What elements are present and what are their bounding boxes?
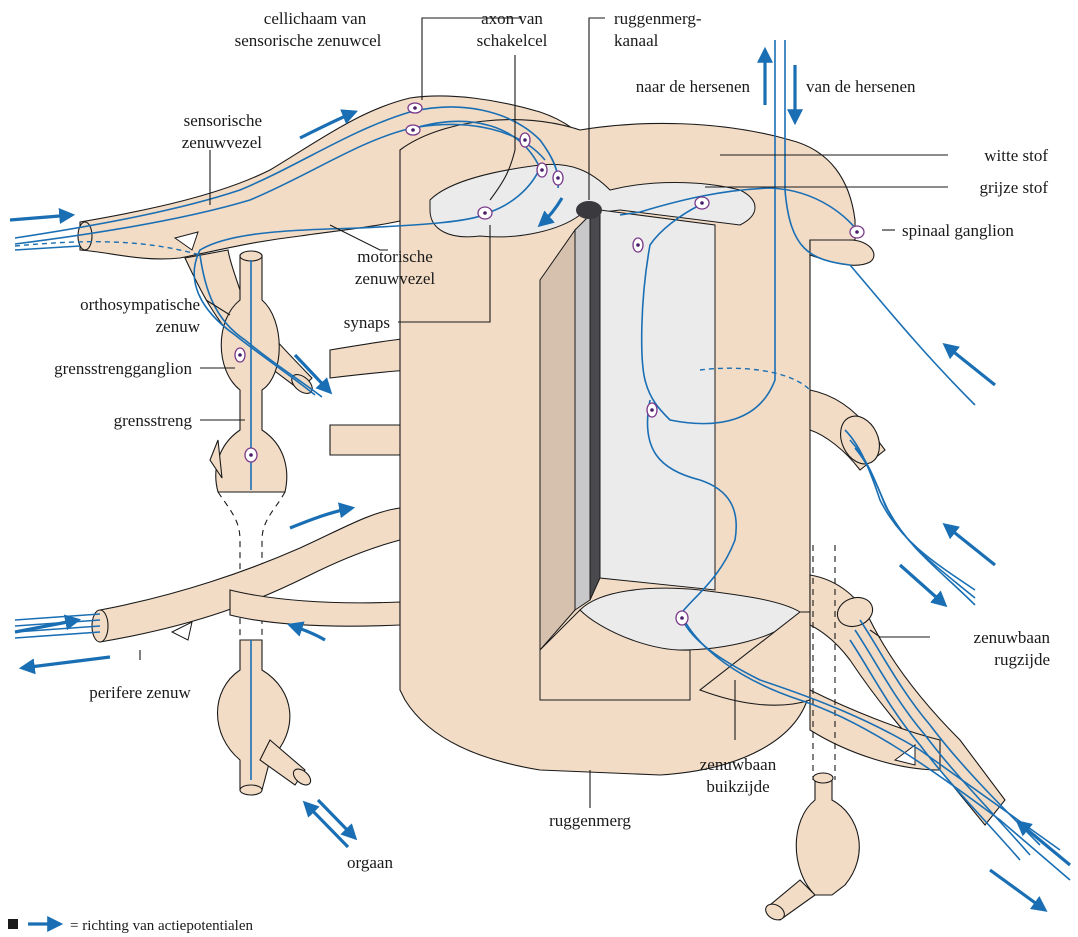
spinal-cord-cell (695, 197, 709, 209)
label-rugzijde-1: zenuwbaan (974, 628, 1051, 647)
direction-arrow (22, 657, 110, 668)
label-grensstreng: grensstreng (114, 411, 193, 430)
label-ortho-1: orthosympatische (80, 295, 200, 314)
label-kanaal-1: ruggenmerg- (614, 9, 702, 28)
nerve-stump (330, 338, 410, 378)
interneuron-cell (520, 133, 530, 147)
label-perifere-zenuw: perifere zenuw (89, 683, 191, 702)
label-buikzijde-2: buikzijde (706, 777, 769, 796)
nerve-stump (330, 425, 410, 455)
label-spinaal-ganglion: spinaal ganglion (902, 221, 1014, 240)
label-van-hersenen: van de hersenen (806, 77, 916, 96)
direction-arrow (990, 870, 1045, 910)
label-synaps: synaps (344, 313, 390, 332)
legend-text: = richting van actiepotentialen (70, 918, 253, 934)
label-rugzijde-2: rugzijde (994, 650, 1050, 669)
direction-arrow (318, 800, 355, 838)
label-axon-2: schakelcel (477, 31, 548, 50)
ganglion-cell (235, 348, 245, 362)
legend: = richting van actiepotentialen (8, 918, 253, 934)
label-buikzijde-1: zenuwbaan (700, 755, 777, 774)
label-axon-1: axon van (481, 9, 543, 28)
label-sensorische-2: zenuwvezel (182, 133, 263, 152)
interneuron-cell (537, 163, 547, 177)
label-orgaan: orgaan (347, 853, 393, 872)
direction-arrow (290, 508, 352, 528)
direction-arrow (10, 215, 72, 220)
sensory-cell-body (408, 103, 422, 113)
lower-spinal-nerve (92, 508, 400, 642)
direction-arrow (290, 625, 325, 640)
label-kanaal-2: kanaal (614, 31, 659, 50)
spinal-cord-cell (647, 403, 657, 417)
label-grensstrengganglion: grensstrengganglion (54, 359, 192, 378)
label-ruggenmerg: ruggenmerg (549, 811, 631, 830)
legend-square (8, 919, 18, 929)
spinal-cord-cell (633, 238, 643, 252)
spinal-cord-cell (676, 611, 688, 625)
direction-arrow (945, 345, 995, 385)
label-motorische-2: zenuwvezel (355, 269, 436, 288)
label-motorische-1: motorische (357, 247, 433, 266)
label-cellichaam-1: cellichaam van (264, 9, 367, 28)
label-cellichaam-2: sensorische zenuwcel (235, 31, 382, 50)
motor-neuron-cell (478, 207, 492, 219)
label-sensorische-1: sensorische (184, 111, 262, 130)
ganglion-cell (245, 448, 257, 462)
sympathetic-chain (210, 251, 314, 795)
label-ortho-2: zenuw (156, 317, 201, 336)
label-grijze-stof: grijze stof (980, 178, 1049, 197)
interneuron-cell (553, 171, 563, 185)
label-naar-hersenen: naar de hersenen (636, 77, 751, 96)
direction-arrow (945, 525, 995, 565)
spinal-ganglion-cell (850, 226, 864, 238)
label-witte-stof: witte stof (984, 146, 1048, 165)
sensory-cell-body (406, 125, 420, 135)
